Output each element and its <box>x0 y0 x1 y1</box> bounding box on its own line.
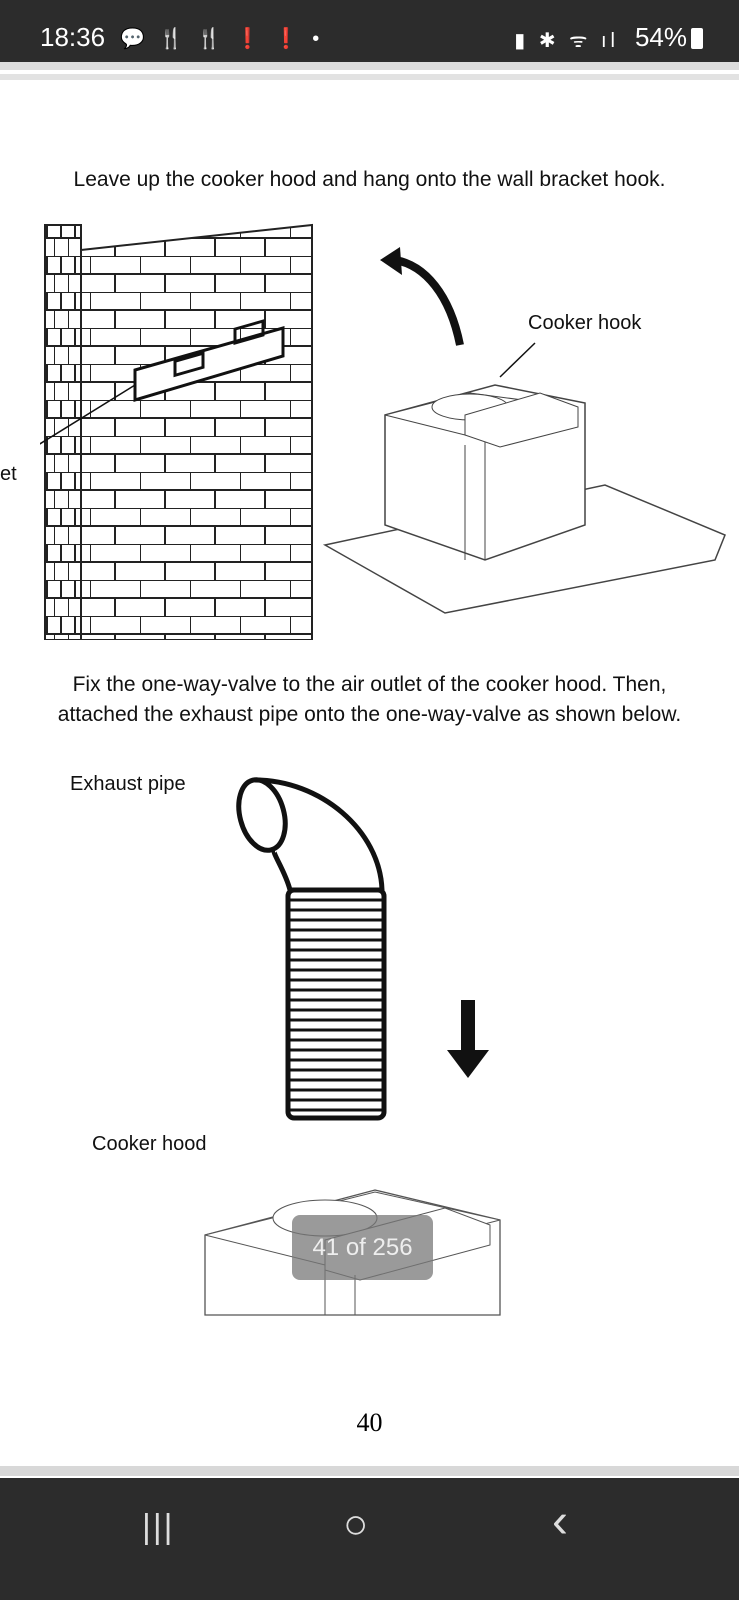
brick-wall-illustration <box>40 223 313 640</box>
recents-button[interactable]: ||| <box>142 1508 175 1546</box>
label-exhaust-pipe: Exhaust pipe <box>70 773 186 795</box>
toolbar-divider <box>0 74 739 80</box>
label-cooker-hood: Cooker hood <box>92 1133 207 1155</box>
page-divider <box>0 1466 739 1476</box>
home-button[interactable]: ○ <box>343 1500 369 1547</box>
navigation-bar: ||| ○ ‹ <box>0 1478 739 1600</box>
cooker-hood-illustration <box>322 247 726 614</box>
label-bracket: et <box>0 463 17 485</box>
instruction-2-line-2: attached the exhaust pipe onto the one-w… <box>57 703 682 726</box>
instruction-1: Leave up the cooker hood and hang onto t… <box>73 168 666 191</box>
instruction-2-line-1: Fix the one-way-valve to the air outlet … <box>72 673 667 696</box>
label-cooker-hook: Cooker hook <box>528 312 642 334</box>
status-bar: 18:36 💬 🍴 🍴 ❗ ❗ • ▮ ✱ ᯤ ıl 54% <box>0 0 739 62</box>
toolbar-divider <box>0 62 739 70</box>
clock: 18:36 <box>40 22 106 52</box>
notification-icons: 💬 🍴 🍴 ❗ ❗ • <box>120 28 324 50</box>
exhaust-pipe-illustration <box>236 777 387 1121</box>
system-icons: ▮ ✱ ᯤ ıl <box>514 30 619 52</box>
battery-percent: 54% <box>634 22 687 52</box>
page-indicator: 41 of 256 <box>292 1215 433 1280</box>
down-arrow-icon <box>447 1000 489 1078</box>
page-number: 40 <box>356 1408 383 1437</box>
back-button[interactable]: ‹ <box>552 1495 568 1548</box>
battery-icon <box>691 28 703 49</box>
